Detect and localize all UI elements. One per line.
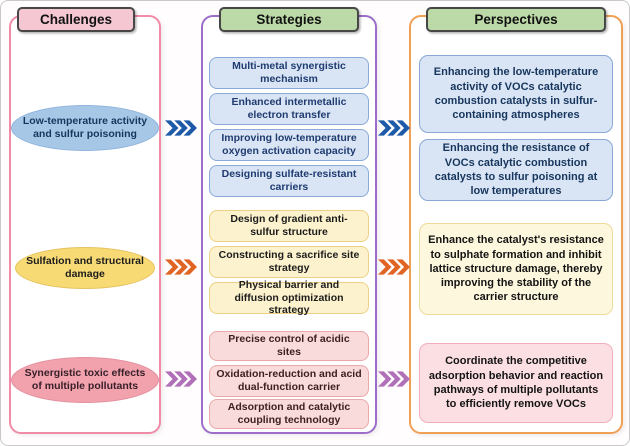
chevron-arrow-icon bbox=[165, 259, 197, 275]
chevron-arrow-icon bbox=[378, 259, 410, 275]
challenge-multiple-pollutants: Synergistic toxic effects of multiple po… bbox=[11, 357, 159, 403]
challenges-title: Challenges bbox=[17, 7, 135, 32]
chevron-arrow-icon bbox=[165, 120, 197, 136]
chevron-arrow-icon bbox=[378, 120, 410, 136]
strategy-adsorption-coupling: Adsorption and catalytic coupling techno… bbox=[209, 399, 369, 429]
challenge-sulfation-damage: Sulfation and structural damage bbox=[15, 247, 155, 289]
chevron-arrow-icon bbox=[165, 371, 197, 387]
chevron-arrow-icon bbox=[378, 371, 410, 387]
strategy-dual-function-carrier: Oxidation-reduction and acid dual-functi… bbox=[209, 365, 369, 397]
perspective-sulphate-lattice-stability: Enhance the catalyst's resistance to sul… bbox=[419, 223, 613, 315]
strategy-physical-barrier: Physical barrier and diffusion optimizat… bbox=[209, 279, 369, 316]
strategies-panel: Multi-metal synergistic mechanism Enhanc… bbox=[201, 15, 377, 434]
challenges-panel: Low-temperature activity and sulfur pois… bbox=[9, 15, 161, 434]
strategy-acidic-sites-control: Precise control of acidic sites bbox=[209, 331, 369, 361]
strategy-sulfate-resistant-carriers: Designing sulfate-resistant carriers bbox=[209, 165, 369, 197]
strategy-gradient-anti-sulfur: Design of gradient anti-sulfur structure bbox=[209, 210, 369, 242]
perspectives-title: Perspectives bbox=[426, 7, 606, 32]
strategies-title: Strategies bbox=[219, 7, 359, 32]
perspective-sulfur-poisoning-resistance: Enhancing the resistance of VOCs catalyt… bbox=[419, 139, 613, 201]
strategy-oxygen-activation: Improving low-temperature oxygen activat… bbox=[209, 129, 369, 161]
perspectives-panel: Enhancing the low-temperature activity o… bbox=[409, 15, 623, 434]
strategy-electron-transfer: Enhanced intermetallic electron transfer bbox=[209, 93, 369, 125]
challenge-low-temperature-sulfur: Low-temperature activity and sulfur pois… bbox=[11, 105, 159, 151]
perspective-low-temperature-activity: Enhancing the low-temperature activity o… bbox=[419, 55, 613, 133]
perspective-competitive-adsorption: Coordinate the competitive adsorption be… bbox=[419, 343, 613, 423]
strategy-sacrifice-site: Constructing a sacrifice site strategy bbox=[209, 246, 369, 278]
strategy-multi-metal-mechanism: Multi-metal synergistic mechanism bbox=[209, 57, 369, 89]
